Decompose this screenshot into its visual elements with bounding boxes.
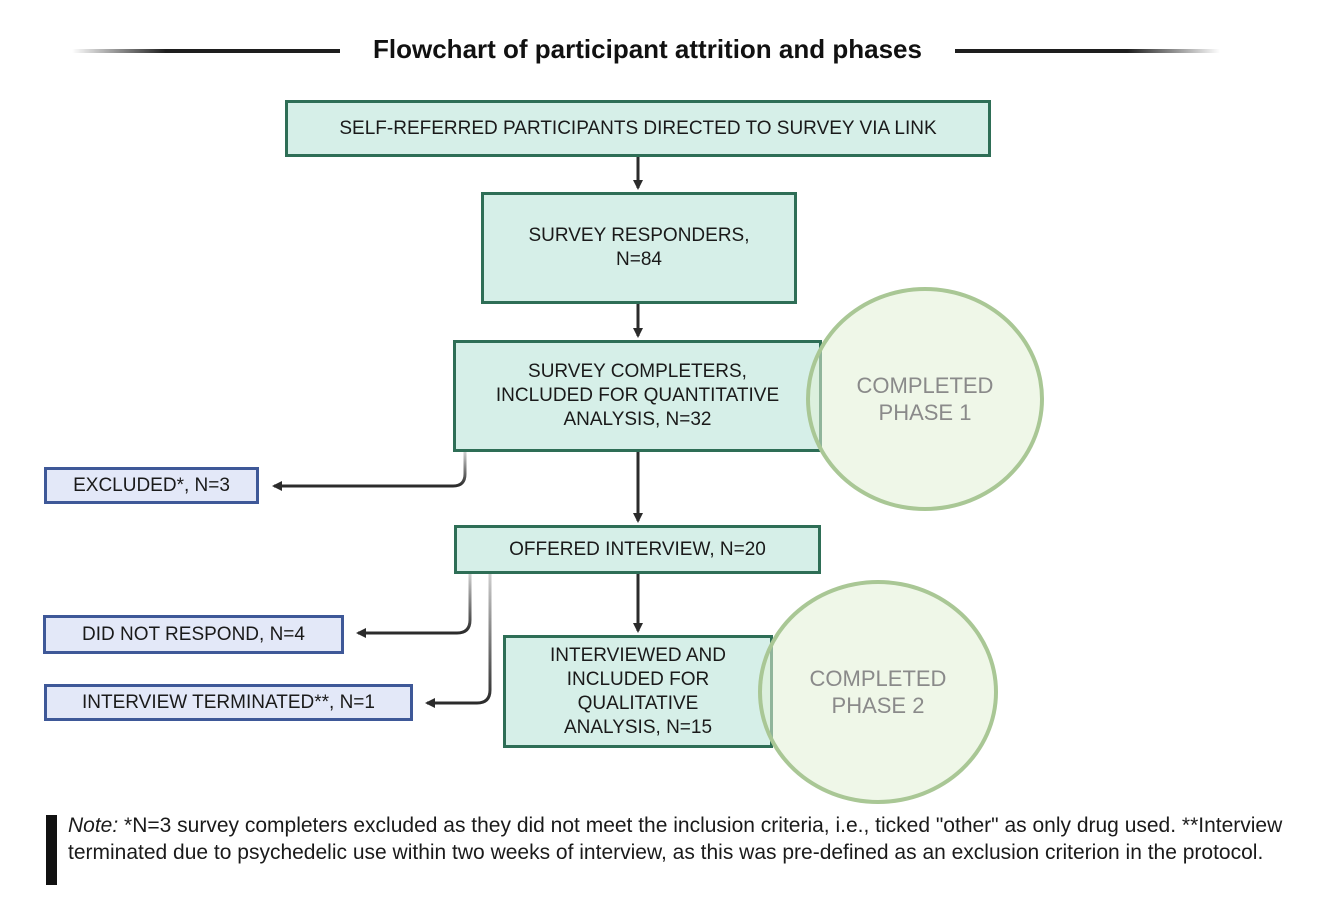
node-offered-interview: OFFERED INTERVIEW, N=20	[454, 525, 821, 574]
node-did-not-respond: DID NOT RESPOND, N=4	[43, 615, 344, 654]
node-self-referred: SELF-REFERRED PARTICIPANTS DIRECTED TO S…	[285, 100, 991, 157]
footnote: Note: *N=3 survey completers excluded as…	[46, 812, 1306, 892]
node-interviewed: INTERVIEWED AND INCLUDED FOR QUALITATIVE…	[503, 635, 773, 748]
title-bar: Flowchart of participant attrition and p…	[0, 28, 1335, 72]
node-survey-responders: SURVEY RESPONDERS, N=84	[481, 192, 797, 304]
footnote-bar	[46, 815, 57, 885]
arrow-to-did-not-respond	[356, 574, 472, 638]
arrow-to-terminated	[425, 574, 492, 708]
footnote-text: Note: *N=3 survey completers excluded as…	[68, 812, 1303, 866]
footnote-label: Note:	[68, 814, 119, 837]
title-rule-right	[955, 49, 1220, 53]
title-rule-left	[72, 49, 340, 53]
node-interview-terminated: INTERVIEW TERMINATED**, N=1	[44, 684, 413, 721]
node-excluded: EXCLUDED*, N=3	[44, 467, 259, 504]
phase-2-circle: COMPLETED PHASE 2	[758, 580, 998, 804]
phase-1-circle: COMPLETED PHASE 1	[806, 287, 1044, 511]
footnote-body: *N=3 survey completers excluded as they …	[68, 814, 1283, 864]
diagram-title: Flowchart of participant attrition and p…	[373, 34, 922, 64]
node-survey-completers: SURVEY COMPLETERS, INCLUDED FOR QUANTITA…	[453, 340, 822, 452]
arrow-to-excluded	[272, 452, 467, 491]
